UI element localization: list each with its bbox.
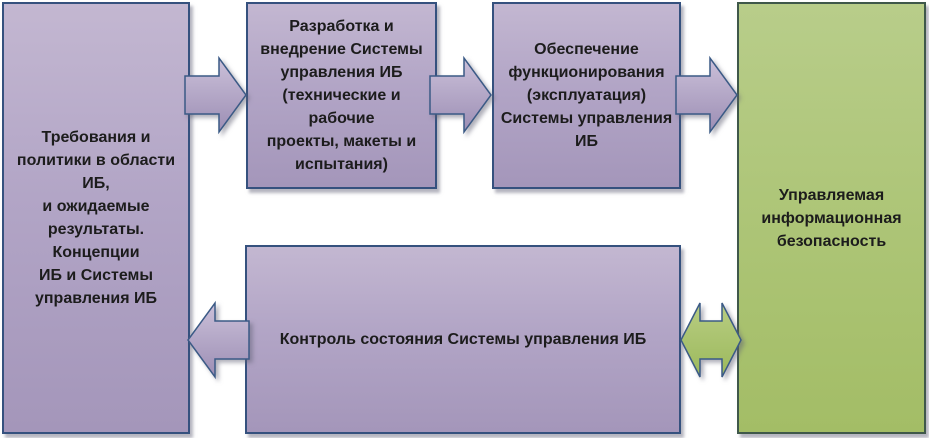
requirements-box-text: Требования и политики в области ИБ, и ож… bbox=[16, 129, 176, 307]
operation-box-text: Обеспечение функционирования (эксплуатац… bbox=[500, 41, 673, 150]
arrow-double-control-managed-security-icon bbox=[680, 302, 742, 378]
arrow-left-control-to-requirements-icon bbox=[187, 300, 250, 380]
operation-box: Обеспечение функционирования (эксплуатац… bbox=[492, 2, 681, 189]
managed-security-box-text: Управляемая информационная безопасность bbox=[761, 186, 902, 250]
requirements-box: Требования и политики в области ИБ, и ож… bbox=[2, 2, 190, 434]
control-box: Контроль состояния Системы управления ИБ bbox=[245, 245, 681, 434]
development-box-text: Разработка и внедрение Системы управлени… bbox=[260, 18, 423, 173]
arrow-right-requirements-to-development-icon bbox=[184, 55, 247, 135]
arrow-right-operation-to-managed-security-icon bbox=[675, 55, 738, 135]
arrow-right-development-to-operation-icon bbox=[429, 55, 492, 135]
development-box: Разработка и внедрение Системы управлени… bbox=[246, 2, 437, 189]
managed-security-box: Управляемая информационная безопасность bbox=[737, 2, 926, 434]
control-box-text: Контроль состояния Системы управления ИБ bbox=[279, 331, 647, 348]
